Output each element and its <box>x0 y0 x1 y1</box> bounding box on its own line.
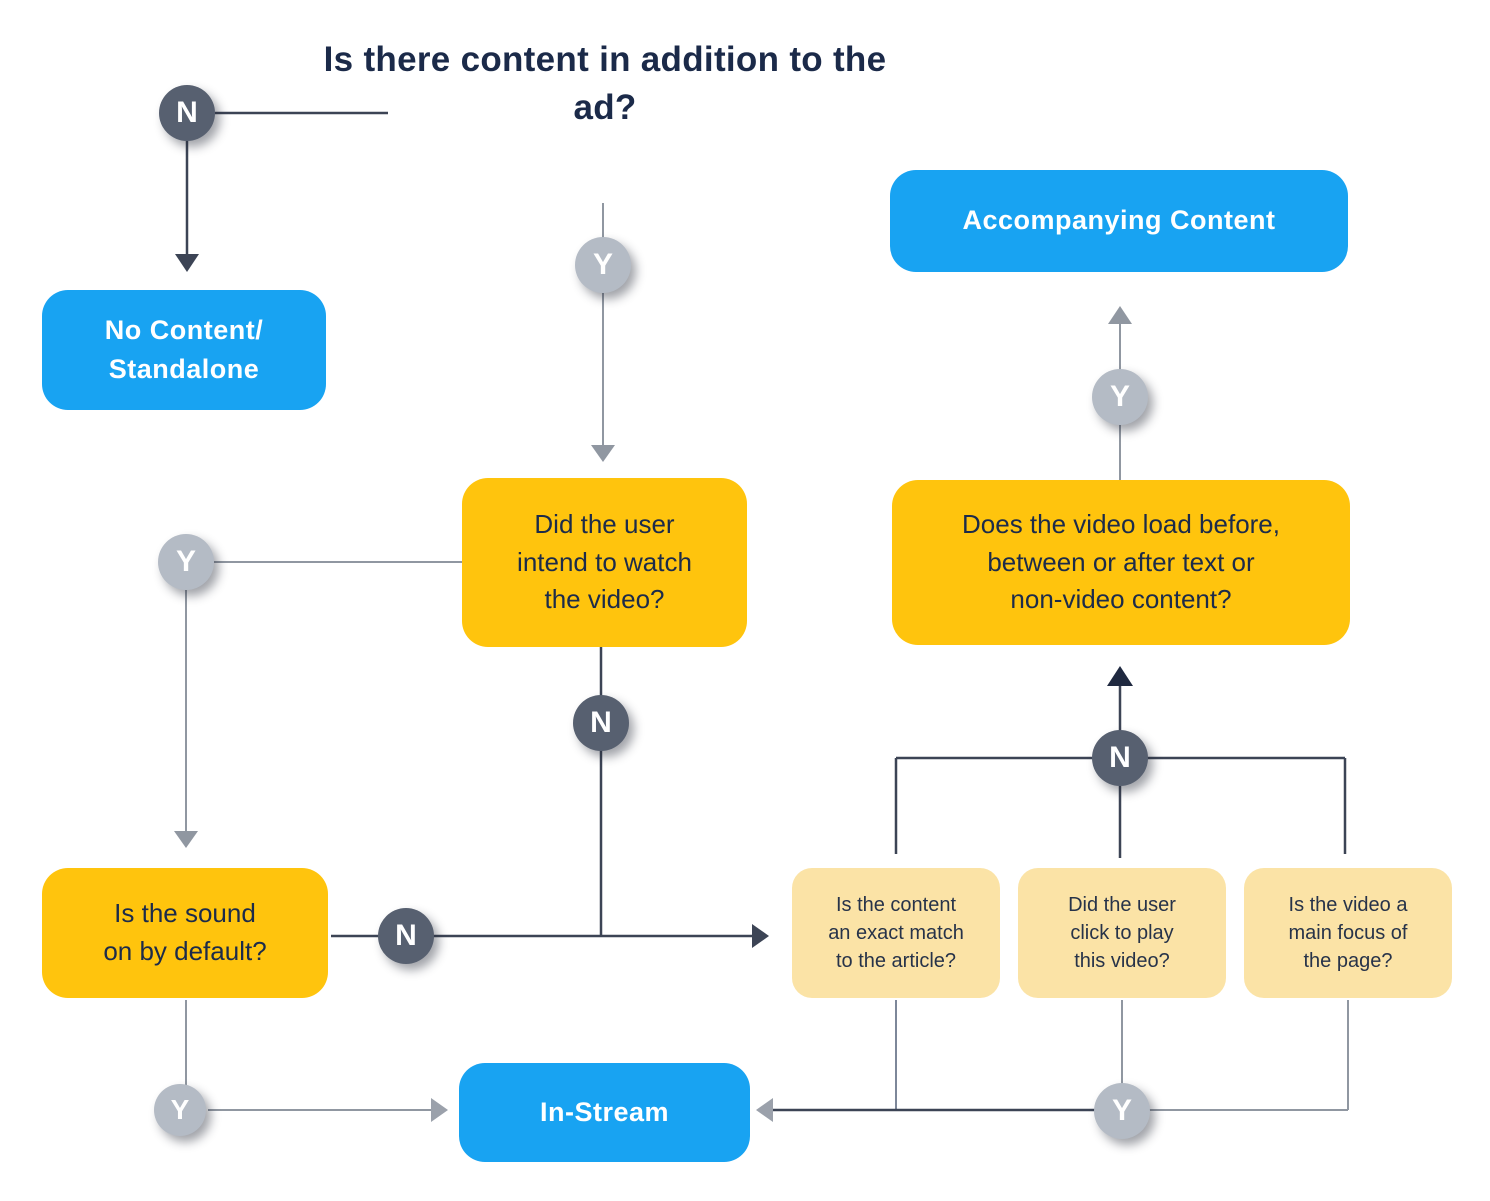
subquestion-line: an exact match <box>828 922 964 944</box>
decision-badge-no: N <box>378 908 434 964</box>
result-line: Standalone <box>108 354 260 384</box>
question-text: Did the user intend to watch the video? <box>517 506 692 619</box>
question-text: Does the video load before, between or a… <box>962 506 1280 619</box>
arrowhead-to-no-content <box>175 254 199 272</box>
question-line: the video? <box>544 584 665 615</box>
title-line: Is there <box>323 40 451 79</box>
question-video-load-position: Does the video load before, between or a… <box>892 480 1350 645</box>
subquestion-text: Did the user click to play this video? <box>1068 891 1176 975</box>
arrowhead-to-intend <box>591 445 615 462</box>
question-line: Is the sound <box>114 898 256 929</box>
subquestion-line: Is the content <box>835 894 957 916</box>
title-line: content in addition <box>460 40 780 79</box>
subquestion-line: the page? <box>1303 950 1393 972</box>
question-line: on by default? <box>103 936 267 966</box>
question-user-intent: Did the user intend to watch the video? <box>462 478 747 647</box>
subquestion-line: Did the user <box>1068 894 1176 916</box>
decision-badge-no: N <box>573 695 629 751</box>
decision-badge-yes: Y <box>1094 1083 1150 1139</box>
subquestion-exact-match: Is the content an exact match to the art… <box>792 868 1000 998</box>
decision-badge-yes: Y <box>154 1084 206 1136</box>
subquestion-line: click to play <box>1070 922 1174 944</box>
subquestion-click-to-play: Did the user click to play this video? <box>1018 868 1226 998</box>
arrowhead-to-instream-left <box>431 1098 448 1122</box>
result-no-content-standalone: No Content/ Standalone <box>42 290 326 410</box>
question-sound-default: Is the sound on by default? <box>42 868 328 998</box>
result-accompanying-content: Accompanying Content <box>890 170 1348 272</box>
question-line: non-video content? <box>1010 584 1232 615</box>
arrowhead-to-instream-right <box>756 1098 773 1122</box>
question-line: Did the user <box>534 508 675 539</box>
arrowhead-to-accompanying <box>1108 306 1132 324</box>
result-line: No Content/ <box>104 314 264 345</box>
result-label: Accompanying Content <box>962 205 1276 236</box>
question-line: between or after text or <box>987 546 1255 577</box>
subquestion-line: Is the video a <box>1288 894 1408 916</box>
question-line: intend to watch <box>517 546 692 577</box>
decision-badge-yes: Y <box>575 237 631 293</box>
subquestion-text: Is the content an exact match to the art… <box>828 891 964 975</box>
decision-badge-yes: Y <box>1092 369 1148 425</box>
subquestion-line: this video? <box>1074 950 1170 972</box>
arrowhead-to-questions <box>752 924 769 948</box>
subquestion-line: main focus of <box>1288 922 1408 944</box>
decision-badge-no: N <box>159 85 215 141</box>
decision-badge-yes: Y <box>158 534 214 590</box>
arrowhead-to-sound <box>174 831 198 848</box>
arrowhead-to-videoload <box>1107 666 1133 686</box>
result-label: No Content/ Standalone <box>105 311 263 389</box>
subquestion-text: Is the video a main focus of the page? <box>1289 891 1408 975</box>
decision-badge-no: N <box>1092 730 1148 786</box>
subquestion-line: to the article? <box>835 950 957 972</box>
question-line: Does the video load before, <box>962 508 1280 539</box>
subquestion-main-focus: Is the video a main focus of the page? <box>1244 868 1452 998</box>
result-in-stream: In-Stream <box>459 1063 750 1162</box>
result-label: In-Stream <box>539 1096 670 1127</box>
title-line: to the ad? <box>573 40 887 128</box>
page-title: Is there content in addition to the ad? <box>320 36 890 133</box>
question-text: Is the sound on by default? <box>103 895 266 970</box>
